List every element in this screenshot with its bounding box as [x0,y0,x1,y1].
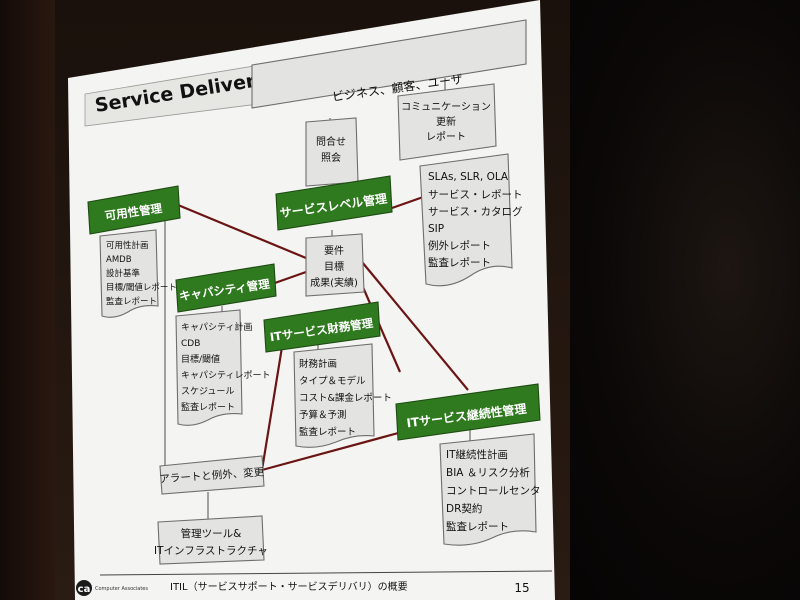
page-number: 15 [514,581,529,595]
svg-text:ITインフラストラクチャ: ITインフラストラクチャ [154,545,268,557]
continuity-documents: IT継続性計画 BIA ＆リスク分析 コントロールセンタ DR契約 監査レポート [439,433,541,546]
svg-text:更新: 更新 [436,115,456,128]
svg-text:コスト&課金レポート: コスト&課金レポート [299,392,392,404]
svg-text:BIA ＆リスク分析: BIA ＆リスク分析 [446,466,530,479]
svg-text:SIP: SIP [428,223,444,235]
svg-text:サービス・カタログ: サービス・カタログ [428,205,523,218]
svg-text:監査レポート: 監査レポート [428,256,491,269]
alerts-box: アラートと例外、変更 [159,455,265,495]
capacity-management-box: キャパシティ管理 [175,263,277,313]
svg-text:監査レポート: 監査レポート [181,401,235,413]
service-level-documents: SLAs, SLR, OLA サービス・レポート サービス・カタログ SIP 例… [419,153,523,287]
svg-text:SLAs, SLR, OLA: SLAs, SLR, OLA [428,171,509,183]
svg-text:コントロールセンタ: コントロールセンタ [446,485,541,497]
communication-box: コミュニケーション 更新 レポート [397,83,497,161]
svg-text:IT継続性計画: IT継続性計画 [446,448,508,461]
footer-rule [99,570,553,576]
svg-text:サービス・レポート: サービス・レポート [428,189,523,201]
svg-text:AMDB: AMDB [106,255,132,265]
svg-text:財務計画: 財務計画 [299,358,337,370]
svg-text:問合せ: 問合せ [316,135,346,148]
tools-box: 管理ツール& ITインフラストラクチャ [154,515,268,565]
business-box [251,19,527,109]
svg-text:目標/閾値レポート: 目標/閾値レポート [106,282,177,293]
svg-text:設計基準: 設計基準 [106,268,141,279]
svg-text:レポート: レポート [426,131,466,143]
svg-text:目標/閾値: 目標/閾値 [181,353,220,365]
svg-text:スケジュール: スケジュール [181,386,234,397]
svg-text:要件: 要件 [324,245,344,257]
svg-text:管理ツール&: 管理ツール& [181,527,242,540]
svg-text:ca: ca [78,584,91,595]
svg-text:監査レポート: 監査レポート [446,520,509,533]
room-wall-right [560,0,800,600]
inquiry-box: 問合せ 照会 [305,117,359,187]
availability-management-box: 可用性管理 [87,185,181,235]
svg-text:監査レポート: 監査レポート [106,296,157,307]
ca-logo-company: Computer Associates [95,586,148,592]
svg-text:予算＆予測: 予算＆予測 [299,409,347,421]
capacity-documents: キャパシティ計画 CDB 目標/閾値 キャパシティレポート スケジュール 監査レ… [175,309,270,426]
svg-text:コミュニケーション: コミュニケーション [401,101,491,113]
svg-text:DR契約: DR契約 [446,502,482,515]
svg-text:タイプ＆モデル: タイプ＆モデル [299,375,366,387]
connector-lines-red [177,194,469,472]
requirements-box: 要件 目標 成果(実績) [305,233,365,297]
svg-text:目標: 目標 [324,260,344,273]
availability-documents: 可用性計画 AMDB 設計基準 目標/閾値レポート 監査レポート [99,229,177,318]
svg-text:CDB: CDB [181,339,200,349]
svg-text:例外レポート: 例外レポート [428,239,491,252]
svg-text:キャパシティレポート: キャパシティレポート [181,370,270,381]
ca-logo: ca Computer Associates [76,580,148,596]
financial-management-box: ITサービス財務管理 [263,301,381,353]
financial-documents: 財務計画 タイプ＆モデル コスト&課金レポート 予算＆予測 監査レポート [293,343,392,448]
svg-text:成果(実績): 成果(実績) [310,276,358,289]
svg-text:可用性計画: 可用性計画 [106,240,149,251]
svg-text:キャパシティ計画: キャパシティ計画 [181,321,252,333]
footer-text: ITIL（サービスサポート・サービスデリバリ）の概要 [170,580,408,593]
svg-text:監査レポート: 監査レポート [299,426,356,438]
service-level-management-box: サービスレベル管理 [275,175,393,231]
svg-text:照会: 照会 [321,151,341,164]
